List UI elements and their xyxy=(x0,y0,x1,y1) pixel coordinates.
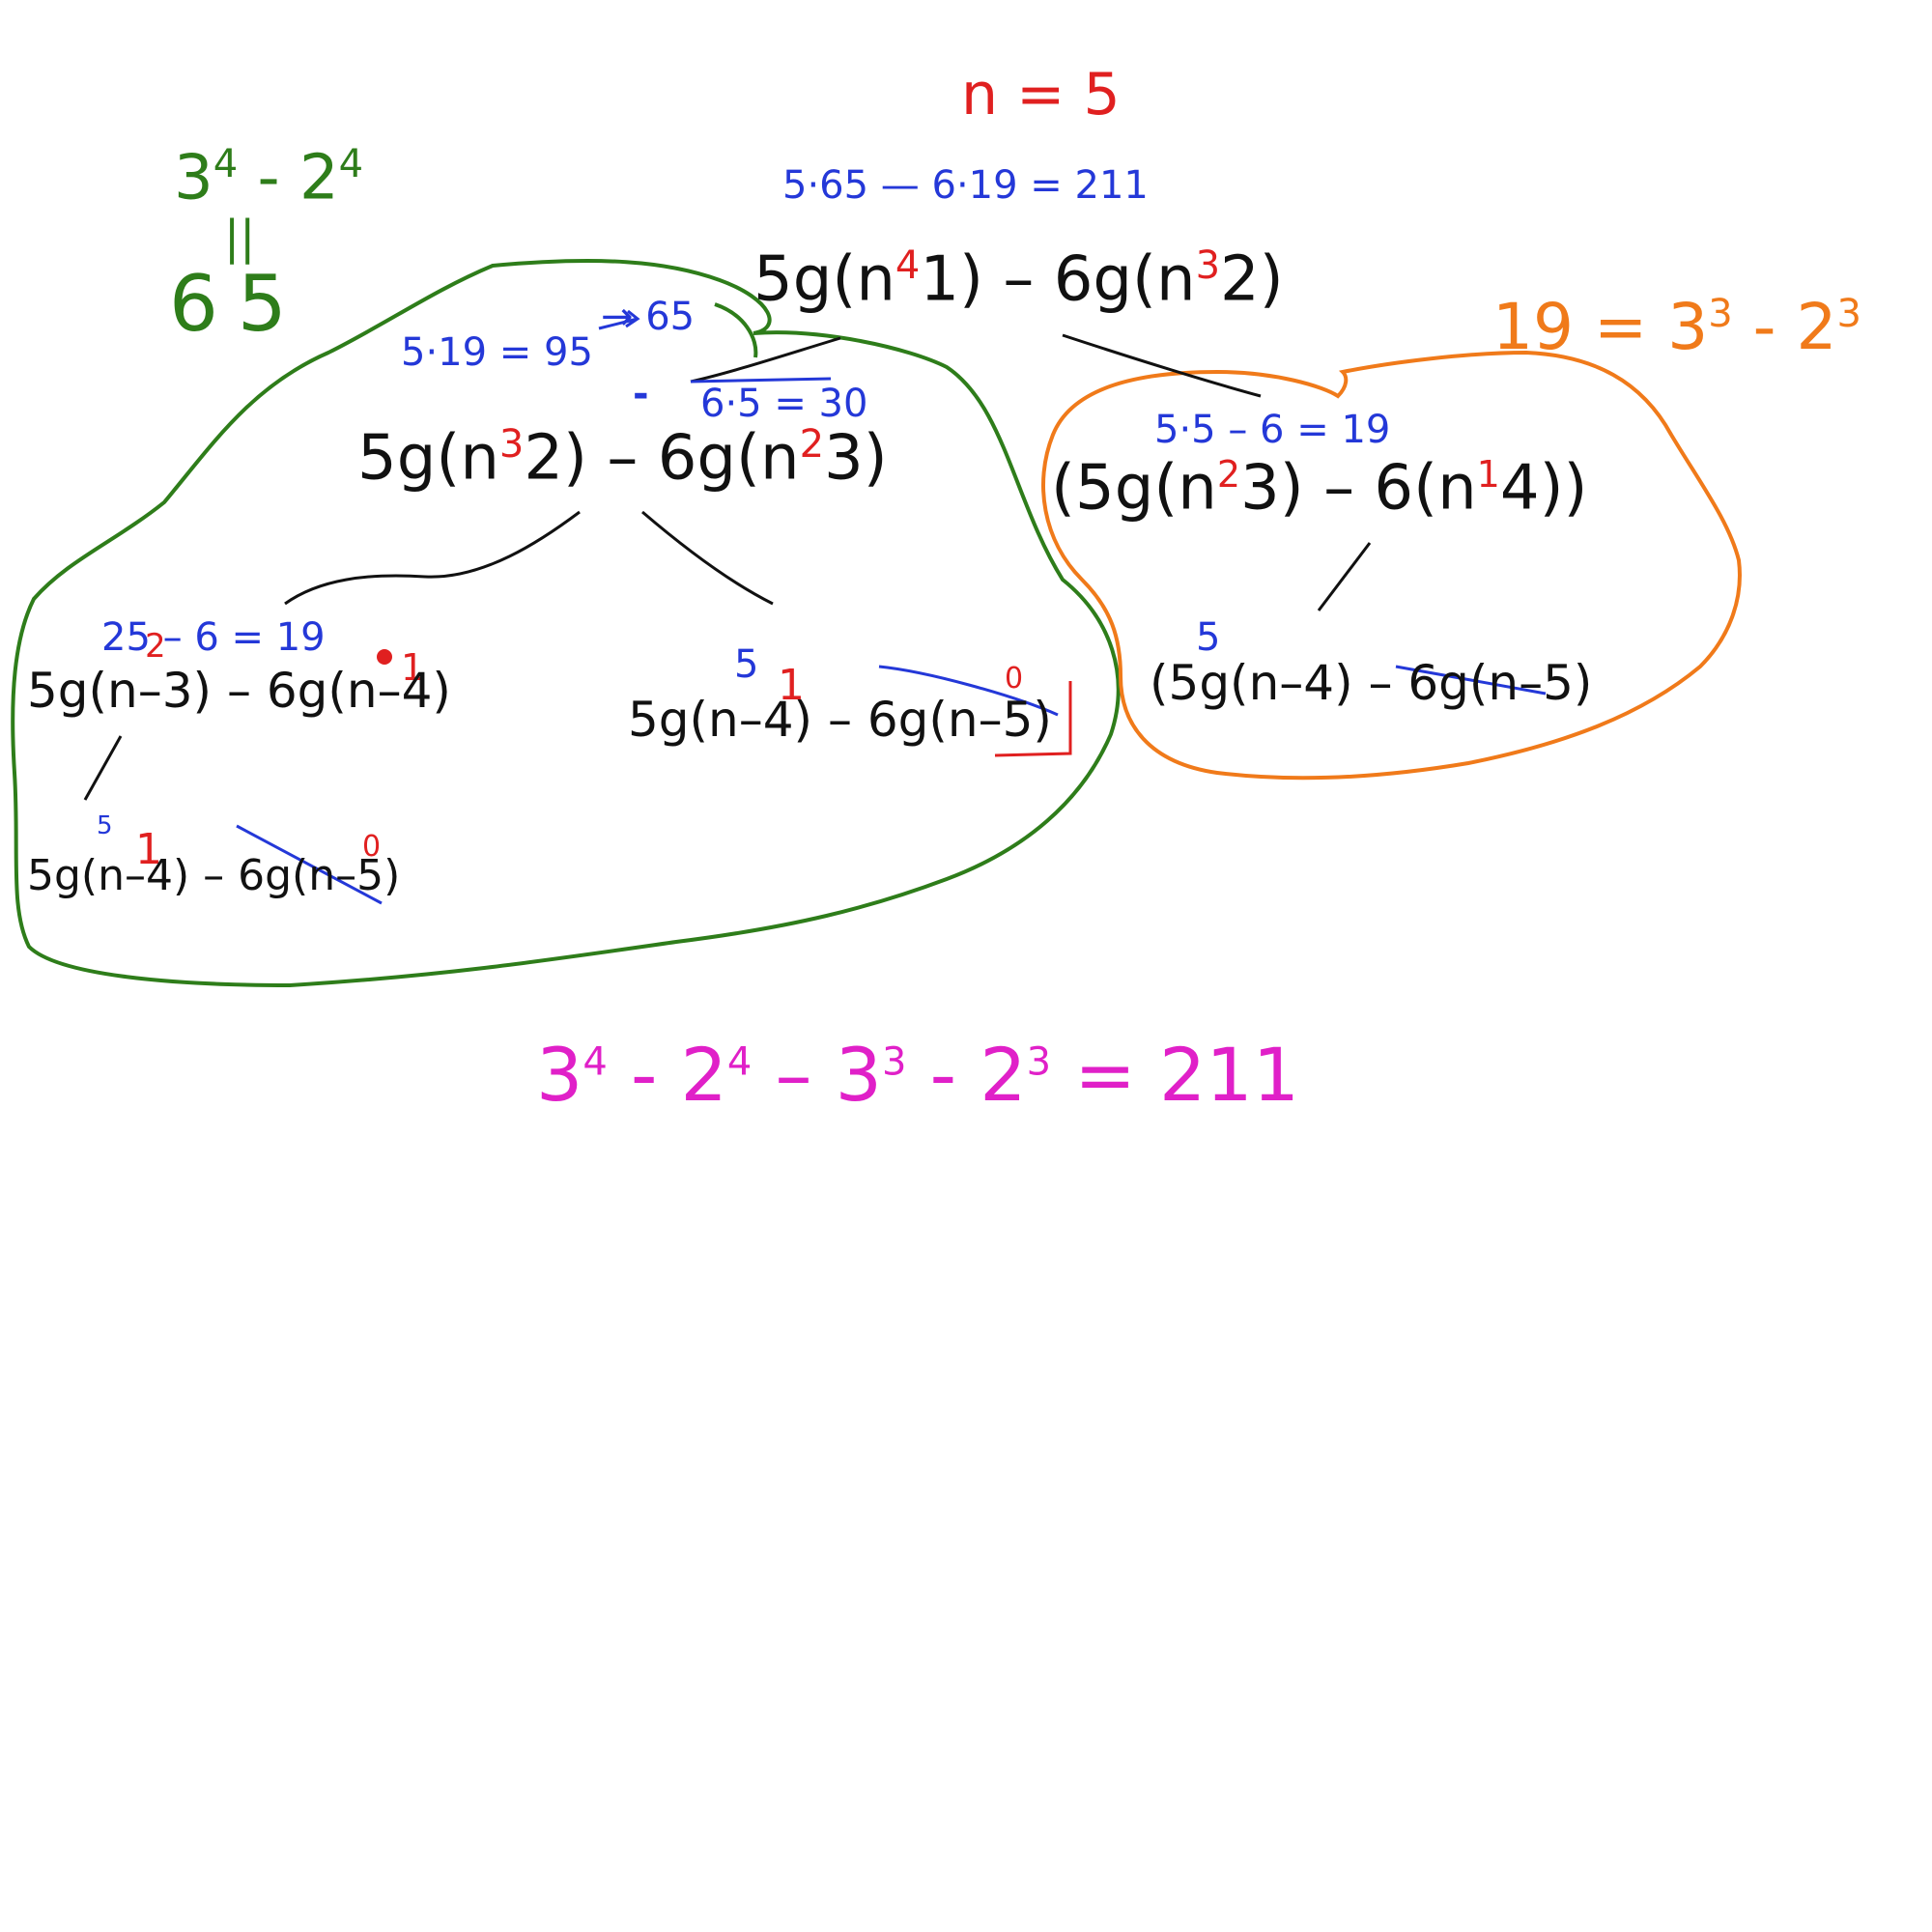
green-note-line1: 34 - 24 xyxy=(174,145,363,209)
eq-base-1: 3 xyxy=(536,1032,583,1118)
left-blue-calc: 25 – 6 = 19 xyxy=(101,615,326,660)
green-calc-minus: - xyxy=(633,372,649,416)
green-main-c: 3) xyxy=(824,422,888,495)
orange-sub-expression: (5g(n–4) – 6g(n–5) xyxy=(1150,655,1593,711)
top-expr-red-4: 4 xyxy=(895,243,921,288)
strike-right-term xyxy=(878,665,1059,717)
orange-main-a: (5g(n xyxy=(1051,452,1217,525)
right-blue-5: 5 xyxy=(734,642,759,687)
top-expr-red-3: 3 xyxy=(1195,243,1221,288)
green-calc-2: 6·5 = 30 xyxy=(700,382,868,426)
green-main-red-2: 2 xyxy=(799,422,825,467)
eq-base-3: – 3 xyxy=(752,1032,883,1118)
blue-arrow-icon xyxy=(598,309,640,330)
green-exp-4a: 4 xyxy=(213,142,239,186)
branch-green-left xyxy=(284,510,581,606)
left-red-2: 2 xyxy=(145,627,166,666)
strike-orange-term xyxy=(1395,665,1547,696)
red-bracket xyxy=(994,681,1072,757)
bottom-blue-5: 5 xyxy=(97,811,113,840)
top-expr-c: 2) xyxy=(1220,243,1284,316)
orange-main-red-1: 1 xyxy=(1476,453,1500,496)
orange-exp-a: 3 xyxy=(1708,292,1733,336)
green-calc-1: 5·19 = 95 xyxy=(401,330,593,375)
orange-main-expression: (5g(n23) – 6(n14)) xyxy=(1051,456,1588,519)
branch-top-left xyxy=(690,336,841,384)
orange-note-mid: - 2 xyxy=(1732,290,1837,364)
green-main-expression: 5g(n32) – 6g(n23) xyxy=(357,425,888,489)
strike-green-calc xyxy=(690,377,832,384)
green-base-3: 3 xyxy=(174,142,213,214)
n-value-label: n = 5 xyxy=(961,61,1121,128)
branch-green-bottom xyxy=(83,735,123,801)
right-sub-expression: 5g(n–4) – 6g(n–5) xyxy=(628,692,1052,748)
orange-outline xyxy=(1041,350,1742,781)
green-equals-mark: || xyxy=(224,211,256,265)
orange-main-red-2: 2 xyxy=(1216,453,1241,496)
left-red-1: 1 xyxy=(401,646,425,689)
top-expr-b: 1) – 6g(n xyxy=(920,243,1196,316)
branch-green-right xyxy=(641,510,774,606)
green-exp-4b: 4 xyxy=(338,142,364,186)
branch-top-right xyxy=(1062,333,1262,398)
left-sub-expression: 5g(n–3) – 6g(n–4) xyxy=(27,663,451,719)
top-expression: 5g(n41) – 6g(n32) xyxy=(753,246,1284,310)
green-note-result: 65 xyxy=(169,259,306,349)
top-expr-a: 5g(n xyxy=(753,243,895,316)
orange-note: 19 = 33 - 23 xyxy=(1492,295,1861,359)
branch-orange xyxy=(1317,542,1372,611)
green-outline-hook xyxy=(714,302,758,358)
eq-exp-3: 3 xyxy=(882,1039,907,1085)
bottom-red-0: 0 xyxy=(362,830,382,864)
green-outline xyxy=(11,259,1121,988)
eq-result: = 211 xyxy=(1051,1032,1300,1118)
green-main-a: 5g(n xyxy=(357,422,499,495)
bottom-equation: 34 - 24 – 33 - 23 = 211 xyxy=(536,1038,1299,1112)
green-calc-arrow: → 65 xyxy=(601,295,696,339)
green-base-2: - 2 xyxy=(238,142,339,214)
orange-exp-b: 3 xyxy=(1836,292,1861,336)
eq-base-4: - 2 xyxy=(906,1032,1027,1118)
orange-main-c: 4)) xyxy=(1499,452,1588,525)
right-red-0: 0 xyxy=(1005,662,1024,696)
eq-base-2: - 2 xyxy=(607,1032,727,1118)
bottom-red-1: 1 xyxy=(135,825,162,874)
orange-main-b: 3) – 6(n xyxy=(1240,452,1477,525)
right-red-1: 1 xyxy=(778,661,805,710)
green-main-red-3: 3 xyxy=(498,422,525,467)
eq-exp-1: 4 xyxy=(582,1039,608,1085)
top-calc-text: 5·65 — 6·19 = 211 xyxy=(782,163,1149,208)
red-dot-icon xyxy=(377,649,392,665)
eq-exp-4: 3 xyxy=(1026,1039,1052,1085)
bottom-sub-expression: 5g(n–4) – 6g(n–5) xyxy=(27,851,401,900)
green-main-b: 2) – 6g(n xyxy=(524,422,800,495)
orange-note-text: 19 = 3 xyxy=(1492,290,1709,364)
orange-calc: 5·5 – 6 = 19 xyxy=(1154,408,1391,452)
strike-bottom-term xyxy=(236,824,383,905)
orange-sub-blue-5: 5 xyxy=(1196,615,1221,660)
eq-exp-2: 4 xyxy=(726,1039,753,1085)
